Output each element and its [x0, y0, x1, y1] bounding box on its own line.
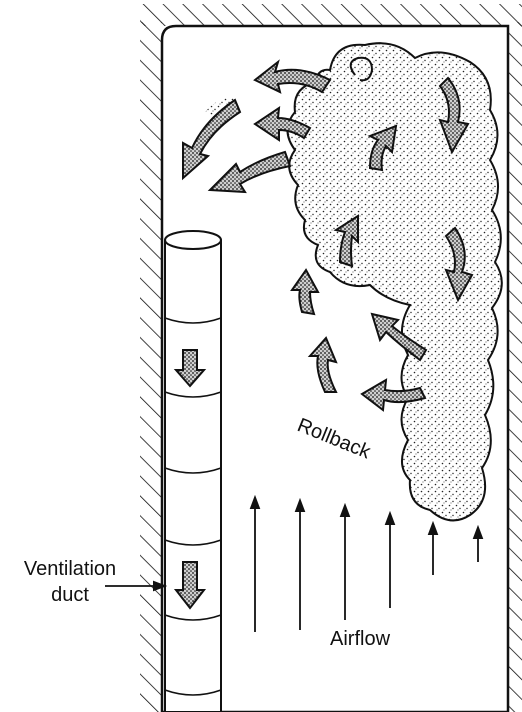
airflow-label: Airflow: [330, 628, 391, 650]
top-wall-hatch: [140, 4, 522, 26]
ventilation-duct: [165, 231, 221, 712]
ventilation-label-line2: duct: [51, 584, 89, 606]
duct-opening: [165, 231, 221, 249]
ventilation-label-line1: Ventilation: [24, 558, 116, 580]
duct-body: [165, 240, 221, 712]
left-wall-hatch: [140, 22, 162, 712]
right-wall-hatch: [508, 22, 522, 712]
